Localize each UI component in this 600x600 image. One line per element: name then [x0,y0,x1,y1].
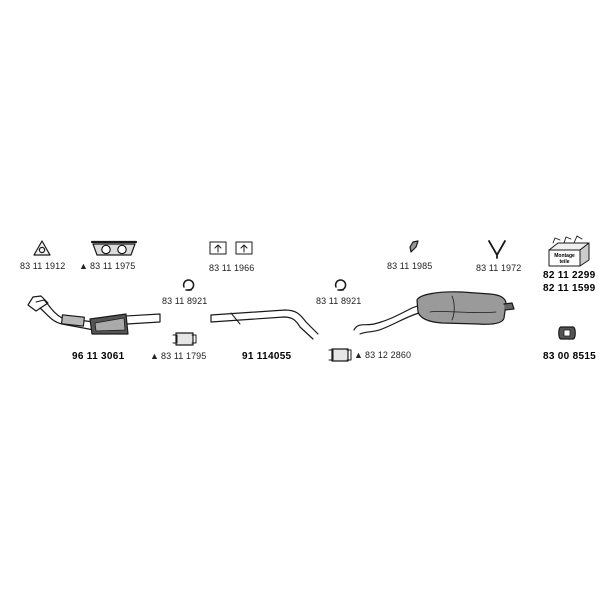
part-number-hanger-2: 83 11 1972 [476,263,522,273]
part-number-mounting-kit-1: 82 11 2299 [543,270,596,281]
gasket-icon [33,240,51,256]
rubber-mount-icon [558,326,576,340]
clamp-icon [334,279,347,291]
part-number-brackets: 83 11 1966 [209,263,255,273]
part-number-gasket: 83 11 1912 [20,261,66,271]
warning-triangle-icon: ▲ [354,350,364,360]
part-number-connector-1: ▲83 11 1795 [150,351,206,361]
connector-sleeve-icon [172,332,197,346]
part-number-mounting-kit-2: 82 11 1599 [543,283,596,294]
part-number-value: 83 12 2860 [365,350,412,360]
part-number-front-pipe: 96 11 3061 [72,351,125,362]
part-number-rubber-mount: 83 00 8515 [543,351,597,362]
kit-box-label-2: teile [559,259,569,265]
clamp-icon [182,279,195,291]
part-number-clamp-1: 83 11 8921 [162,296,208,306]
rear-silencer [353,291,515,335]
part-number-value: 83 11 1795 [161,351,207,361]
bracket-icon [209,241,253,255]
mounting-kit-box-icon [548,235,590,267]
gasket-pair-icon [90,240,138,256]
part-number-hanger-1: 83 11 1985 [387,261,433,271]
warning-triangle-icon: ▲ [79,261,89,271]
hanger-icon [409,240,419,253]
connector-sleeve-icon [328,348,352,362]
front-pipe-catalyst [27,295,161,335]
part-number-gasket-pair: ▲83 11 1975 [79,261,135,271]
warning-triangle-icon: ▲ [150,351,160,361]
part-number-value: 83 11 1975 [90,261,136,271]
part-number-clamp-2: 83 11 8921 [316,296,362,306]
middle-pipe [210,309,319,340]
kit-box-label-1: Montage [554,253,575,259]
hanger-icon [488,240,506,259]
part-number-middle-pipe: 91 114055 [242,351,292,362]
part-number-connector-2: ▲83 12 2860 [354,350,411,360]
